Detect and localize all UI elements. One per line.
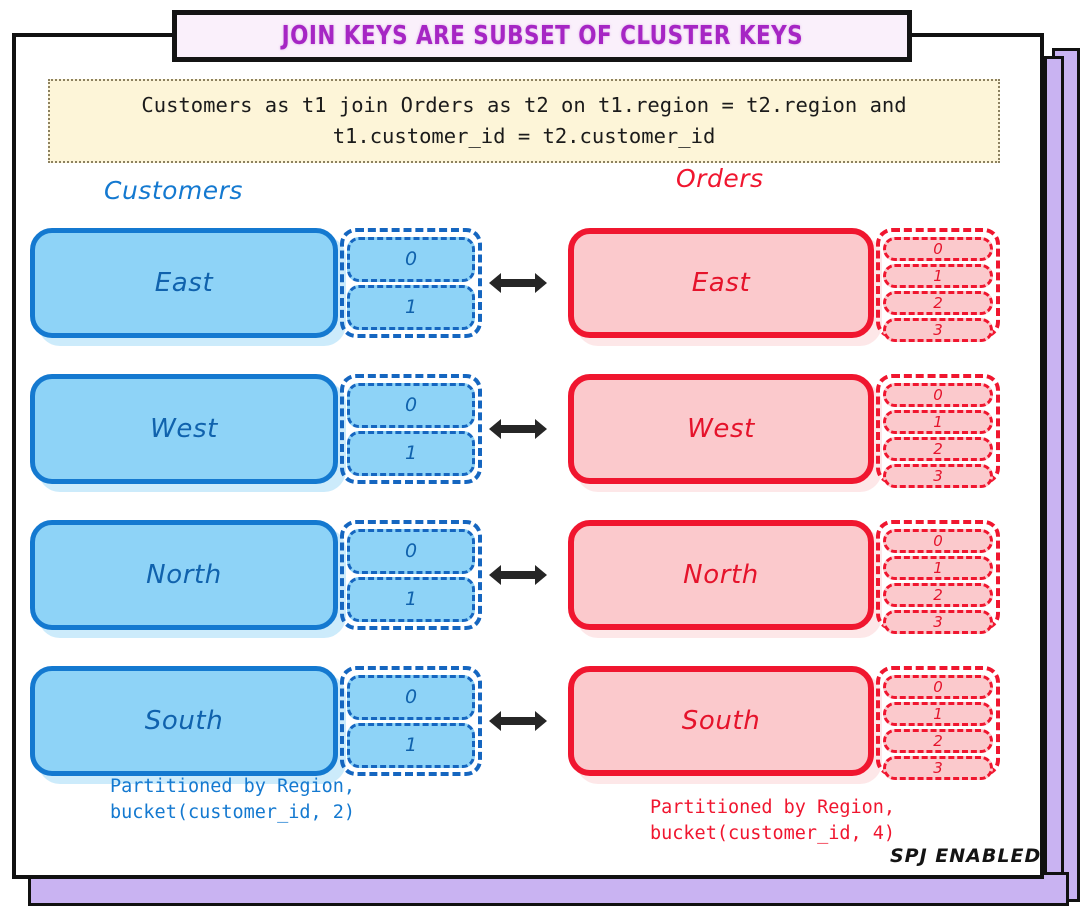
- partition-region-label: West: [687, 414, 755, 444]
- bucket[interactable]: 0: [347, 382, 475, 428]
- customers-caption-line-2: bucket(customer_id, 2): [110, 802, 356, 824]
- orders-caption-line-1: Partitioned by Region,: [650, 797, 896, 818]
- bucket[interactable]: 1: [347, 576, 475, 622]
- partition-region-label: South: [681, 706, 761, 736]
- bucket[interactable]: 2: [883, 290, 993, 315]
- partition-pill[interactable]: East: [568, 228, 874, 338]
- spj-enabled-badge: SPJ ENABLED: [890, 845, 1042, 867]
- partition-region-label: North: [146, 560, 222, 590]
- customers-caption-line-1: Partitioned by Region,: [110, 776, 356, 797]
- join-arrow-icon: [487, 708, 549, 734]
- orders-heading: Orders: [676, 164, 764, 193]
- bucket[interactable]: 0: [347, 236, 475, 282]
- bucket[interactable]: 0: [883, 236, 993, 261]
- bucket[interactable]: 0: [883, 528, 993, 553]
- partition-pill[interactable]: North: [30, 520, 338, 630]
- partition-region-label: North: [683, 560, 759, 590]
- sql-line-1: Customers as t1 join Orders as t2 on t1.…: [141, 93, 907, 118]
- bucket[interactable]: 1: [347, 284, 475, 330]
- bucket[interactable]: 3: [883, 755, 993, 780]
- partition-pill[interactable]: South: [30, 666, 338, 776]
- bucket[interactable]: 2: [883, 582, 993, 607]
- bucket[interactable]: 1: [347, 722, 475, 768]
- partition-region-label: East: [154, 268, 214, 298]
- sql-line-2: t1.customer_id = t2.customer_id: [332, 124, 716, 148]
- orders-caption: Partitioned by Region, bucket(customer_i…: [650, 795, 895, 848]
- customers-heading: Customers: [104, 176, 243, 205]
- partition-pill[interactable]: West: [30, 374, 338, 484]
- partition-region-label: West: [150, 414, 218, 444]
- sql-query-box: Customers as t1 join Orders as t2 on t1.…: [48, 79, 1000, 163]
- card-shadow-right-inner: [1044, 56, 1064, 902]
- partition-region-label: South: [144, 706, 224, 736]
- bucket[interactable]: 0: [883, 382, 993, 407]
- partition-pill[interactable]: North: [568, 520, 874, 630]
- partition-pill[interactable]: East: [30, 228, 338, 338]
- join-arrow-icon: [487, 270, 549, 296]
- bucket[interactable]: 0: [883, 674, 993, 699]
- join-arrow-icon: [487, 562, 549, 588]
- partition-region-label: East: [691, 268, 751, 298]
- bucket[interactable]: 1: [883, 263, 993, 288]
- bucket[interactable]: 1: [883, 701, 993, 726]
- bucket[interactable]: 1: [347, 430, 475, 476]
- orders-caption-line-2: bucket(customer_id, 4): [650, 823, 896, 845]
- bucket[interactable]: 1: [883, 409, 993, 434]
- bucket[interactable]: 2: [883, 728, 993, 753]
- partition-pill[interactable]: South: [568, 666, 874, 776]
- bucket[interactable]: 3: [883, 609, 993, 634]
- partition-pill[interactable]: West: [568, 374, 874, 484]
- title-banner: JOIN KEYS ARE SUBSET OF CLUSTER KEYS: [172, 10, 912, 62]
- bucket[interactable]: 2: [883, 436, 993, 461]
- bucket[interactable]: 3: [883, 463, 993, 488]
- bucket[interactable]: 1: [883, 555, 993, 580]
- bucket[interactable]: 3: [883, 317, 993, 342]
- bucket[interactable]: 0: [347, 528, 475, 574]
- bucket[interactable]: 0: [347, 674, 475, 720]
- customers-caption: Partitioned by Region, bucket(customer_i…: [110, 774, 355, 827]
- join-arrow-icon: [487, 416, 549, 442]
- page-title: JOIN KEYS ARE SUBSET OF CLUSTER KEYS: [281, 21, 803, 51]
